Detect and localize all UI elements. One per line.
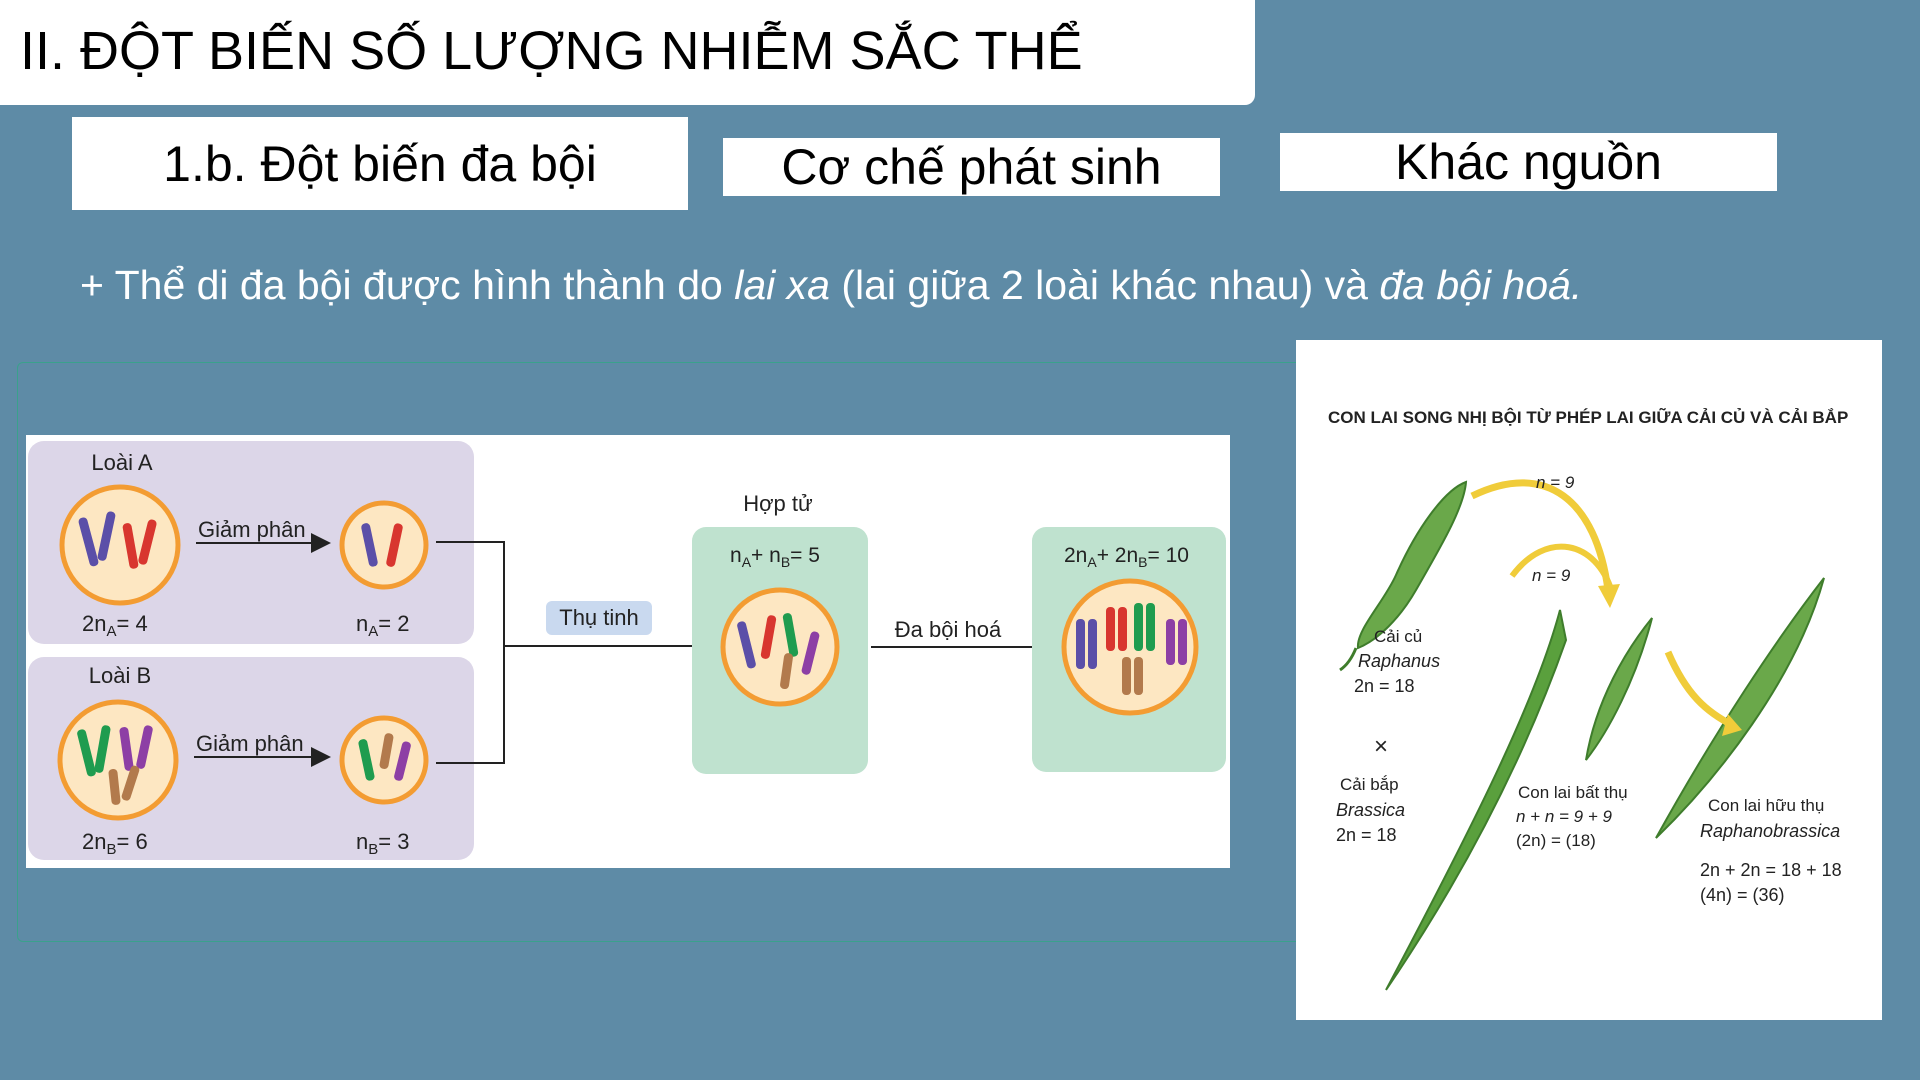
gamete-arrow-top	[1470, 479, 1612, 591]
species-a-n-count: nA= 2	[356, 611, 409, 640]
fertilization-badge	[546, 601, 652, 635]
slide-title-bar: II. ĐỘT BIẾN SỐ LƯỢNG NHIỄM SẮC THỂ	[0, 0, 1255, 105]
fertilization-label: Thụ tinh	[559, 605, 639, 630]
species-a-gamete-cell	[339, 500, 429, 590]
allopolyploid-formula: 2nA+ 2nB= 10	[1064, 544, 1189, 570]
sterile-hybrid-pod-illustration	[1585, 617, 1653, 761]
fertile-hybrid-label: Con lai hữu thụ	[1708, 796, 1824, 815]
gamete-n-top: n = 9	[1536, 473, 1575, 492]
sterile-hybrid-label: Con lai bất thụ	[1518, 783, 1628, 802]
allopolyploid-cell	[1061, 578, 1199, 716]
radish-pod-illustration	[1356, 480, 1468, 650]
species-b-n-count: nB= 3	[356, 829, 409, 858]
cross-symbol: ×	[1374, 733, 1388, 760]
species-a-diploid-cell	[59, 484, 181, 606]
section-tag-polyploidy: 1.b. Đột biến đa bội	[72, 117, 688, 210]
sterile-hybrid-ploidy: (2n) = (18)	[1516, 831, 1596, 850]
fertile-hybrid-ploidy: (4n) = (36)	[1700, 885, 1785, 905]
meiosis-label-a: Giảm phân	[198, 517, 306, 542]
species-a-label: Loài A	[91, 450, 152, 475]
species-b-label: Loài B	[89, 663, 151, 688]
species-b-diploid-cell	[57, 699, 179, 821]
cabbage-name: Cải bắp	[1340, 775, 1399, 794]
cabbage-2n: 2n = 18	[1336, 825, 1397, 845]
fertile-hybrid-genus: Raphanobrassica	[1700, 821, 1840, 841]
radish-2n: 2n = 18	[1354, 676, 1415, 696]
polyploidization-label: Đa bội hoá	[895, 617, 1002, 642]
gamete-n-mid: n = 9	[1532, 566, 1571, 585]
doubling-arrow	[1664, 650, 1736, 730]
radish-name: Cải củ	[1374, 627, 1422, 646]
gamete-join-connector	[436, 541, 505, 764]
slide-title: II. ĐỘT BIẾN SỐ LƯỢNG NHIỄM SẮC THỂ	[20, 21, 1083, 81]
allopolyploid-mechanism-diagram: Loài A Loài B Giảm phân Giảm phân 2nA= 4…	[26, 435, 1230, 868]
hybrid-figure-title: CON LAI SONG NHỊ BỘI TỪ PHÉP LAI GIỮA CẢ…	[1328, 407, 1848, 427]
gamete-arrow-mid	[1509, 543, 1615, 593]
fertile-hybrid-pod-illustration	[1655, 577, 1825, 839]
meiosis-label-b: Giảm phân	[196, 731, 304, 756]
fertile-hybrid-formula: 2n + 2n = 18 + 18	[1700, 860, 1842, 880]
sterile-hybrid-formula: n + n = 9 + 9	[1516, 807, 1612, 826]
zygote-formula: nA+ nB= 5	[730, 544, 820, 570]
zygote-label: Hợp tử	[743, 491, 813, 516]
radish-genus: Raphanus	[1358, 651, 1440, 671]
section-tag-mechanism: Cơ chế phát sinh	[723, 138, 1220, 196]
species-b-2n-count: 2nB= 6	[82, 829, 148, 858]
cabbage-pod-illustration	[1385, 609, 1568, 991]
cabbage-genus: Brassica	[1336, 800, 1405, 820]
bullet-emphasis-polyploidization: đa bội hoá.	[1379, 262, 1583, 308]
zygote-cell	[720, 587, 840, 707]
species-a-2n-count: 2nA= 4	[82, 611, 148, 640]
bullet-emphasis-hybrid: lai xa	[734, 262, 830, 308]
species-b-gamete-cell	[339, 715, 429, 805]
section-tag-allopolyploid: Khác nguồn	[1280, 133, 1777, 191]
bullet-middle: (lai giữa 2 loài khác nhau) và	[829, 262, 1380, 308]
bullet-text: + Thể di đa bội được hình thành do lai x…	[80, 262, 1582, 309]
bullet-prefix: + Thể di đa bội được hình thành do	[80, 262, 735, 308]
radish-cabbage-hybrid-figure: CON LAI SONG NHỊ BỘI TỪ PHÉP LAI GIỮA CẢ…	[1296, 340, 1882, 1020]
